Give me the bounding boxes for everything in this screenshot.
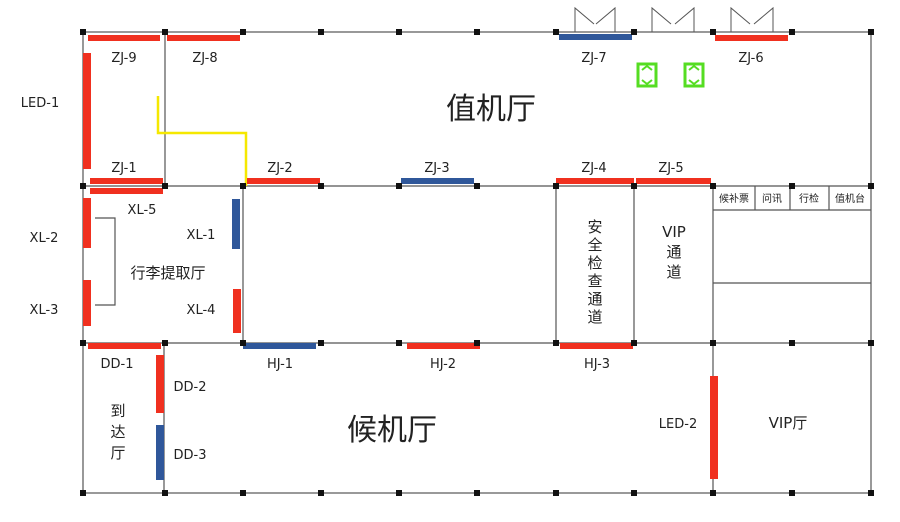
- door-icon-1: [574, 6, 616, 32]
- counter-inquiry: 问讯: [762, 192, 782, 205]
- gate-labels: ZJ-9 ZJ-8 ZJ-7 ZJ-6 LED-1 ZJ-1 ZJ-2 ZJ-3…: [21, 51, 764, 463]
- bar-hj3: [560, 343, 633, 349]
- bar-zj3: [401, 178, 474, 184]
- blue-bars: [156, 34, 632, 480]
- label-zj9: ZJ-9: [111, 51, 136, 66]
- label-dd3: DD-3: [174, 448, 207, 463]
- room-arrival-char-2: 达: [110, 423, 125, 441]
- counter-standby: 候补票: [719, 192, 749, 205]
- room-departure-hall: 值机厅: [446, 92, 536, 127]
- door-icon-2: [651, 6, 695, 32]
- bar-xl2: [83, 198, 91, 248]
- exit-arrow-icon-2: [688, 64, 700, 86]
- room-arrival-char-3: 厅: [110, 444, 125, 462]
- label-hj3: HJ-3: [584, 357, 610, 372]
- label-zj5: ZJ-5: [658, 161, 683, 176]
- bar-xl3: [83, 280, 91, 326]
- bar-xl4: [233, 289, 241, 333]
- exit-signs: [636, 62, 705, 88]
- security-char-1: 安: [587, 218, 602, 236]
- security-char-2: 全: [587, 236, 602, 254]
- exit-arrow-icon-1: [641, 64, 653, 86]
- label-zj7: ZJ-7: [581, 51, 606, 66]
- bar-xl1: [232, 199, 240, 249]
- label-led2: LED-2: [659, 417, 697, 432]
- label-zj4: ZJ-4: [581, 161, 606, 176]
- door-icon-3: [730, 6, 774, 32]
- label-hj1: HJ-1: [267, 357, 293, 372]
- vip-lane-line-2: 通: [666, 243, 681, 261]
- column-nodes: [80, 29, 874, 496]
- exit-sign-icon-2: [683, 62, 705, 88]
- room-waiting-hall: 候机厅: [347, 413, 437, 448]
- label-xl1: XL-1: [187, 228, 216, 243]
- room-arrival-char-1: 到: [110, 402, 125, 420]
- room-vip-hall: VIP厅: [769, 414, 808, 432]
- label-dd2: DD-2: [174, 380, 207, 395]
- bar-zj8: [167, 35, 240, 41]
- room-baggage-hall: 行李提取厅: [130, 264, 205, 282]
- label-xl3: XL-3: [30, 303, 59, 318]
- label-xl4: XL-4: [187, 303, 216, 318]
- room-labels: 值机厅 候机厅 行李提取厅 到 达 厅 安 全 检 查 通 道 VIP 通 道 …: [110, 92, 807, 462]
- bar-zj1: [90, 178, 163, 184]
- counter-checkin: 值机台: [835, 192, 865, 205]
- label-zj3: ZJ-3: [424, 161, 449, 176]
- label-zj2: ZJ-2: [267, 161, 292, 176]
- security-char-3: 检: [587, 254, 602, 272]
- bar-zj5: [636, 178, 711, 184]
- label-zj8: ZJ-8: [192, 51, 217, 66]
- security-char-6: 道: [587, 308, 602, 326]
- exit-sign-icon-1: [636, 62, 658, 88]
- doors: [574, 6, 774, 32]
- security-char-4: 查: [587, 272, 602, 290]
- bar-zj4: [556, 178, 634, 184]
- label-dd1: DD-1: [101, 357, 134, 372]
- label-zj6: ZJ-6: [738, 51, 763, 66]
- vip-lane-line-1: VIP: [662, 223, 686, 241]
- vip-lane-line-3: 道: [666, 263, 681, 281]
- baggage-carousel: [95, 217, 116, 306]
- bar-dd2: [156, 355, 164, 413]
- bar-xl5: [90, 188, 163, 194]
- bar-zj7: [559, 34, 632, 40]
- security-char-5: 通: [587, 290, 602, 308]
- bar-hj1: [243, 343, 316, 349]
- label-xl2: XL-2: [30, 231, 59, 246]
- bar-hj2: [407, 343, 480, 349]
- label-hj2: HJ-2: [430, 357, 456, 372]
- bar-led2: [710, 376, 718, 479]
- bar-dd3: [156, 425, 164, 480]
- label-zj1: ZJ-1: [111, 161, 136, 176]
- bar-zj6: [715, 35, 788, 41]
- bar-led1: [83, 53, 91, 169]
- bar-dd1: [88, 343, 161, 349]
- counter-baggage-check: 行检: [799, 192, 819, 205]
- counter-labels: 候补票 问讯 行检 值机台: [719, 192, 865, 205]
- label-led1: LED-1: [21, 96, 59, 111]
- red-bars: [83, 35, 788, 479]
- bar-zj9: [88, 35, 160, 41]
- label-xl5: XL-5: [128, 203, 157, 218]
- bar-zj2: [247, 178, 320, 184]
- yellow-path: [156, 96, 248, 186]
